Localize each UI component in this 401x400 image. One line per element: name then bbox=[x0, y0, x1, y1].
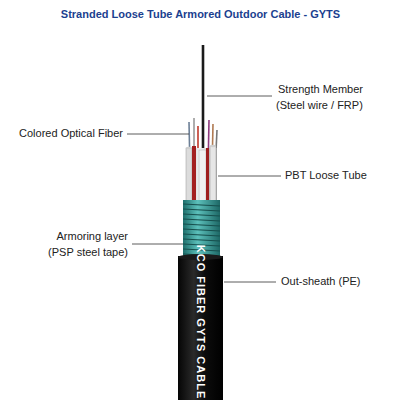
title: Stranded Loose Tube Armored Outdoor Cabl… bbox=[0, 8, 401, 20]
part-label: Colored Optical Fiber bbox=[19, 127, 123, 140]
cable-print: KCO FIBER GYTS CABLE bbox=[195, 245, 207, 399]
part-label: (PSP steel tape) bbox=[48, 246, 128, 259]
part-label: (Steel wire / FRP) bbox=[276, 99, 363, 112]
part-label: PBT Loose Tube bbox=[285, 169, 367, 182]
loose-tubes bbox=[186, 145, 217, 208]
part-label: Out-sheath (PE) bbox=[281, 275, 360, 288]
part-label: Armoring layer bbox=[56, 230, 128, 243]
part-label: Strength Member bbox=[278, 83, 363, 96]
